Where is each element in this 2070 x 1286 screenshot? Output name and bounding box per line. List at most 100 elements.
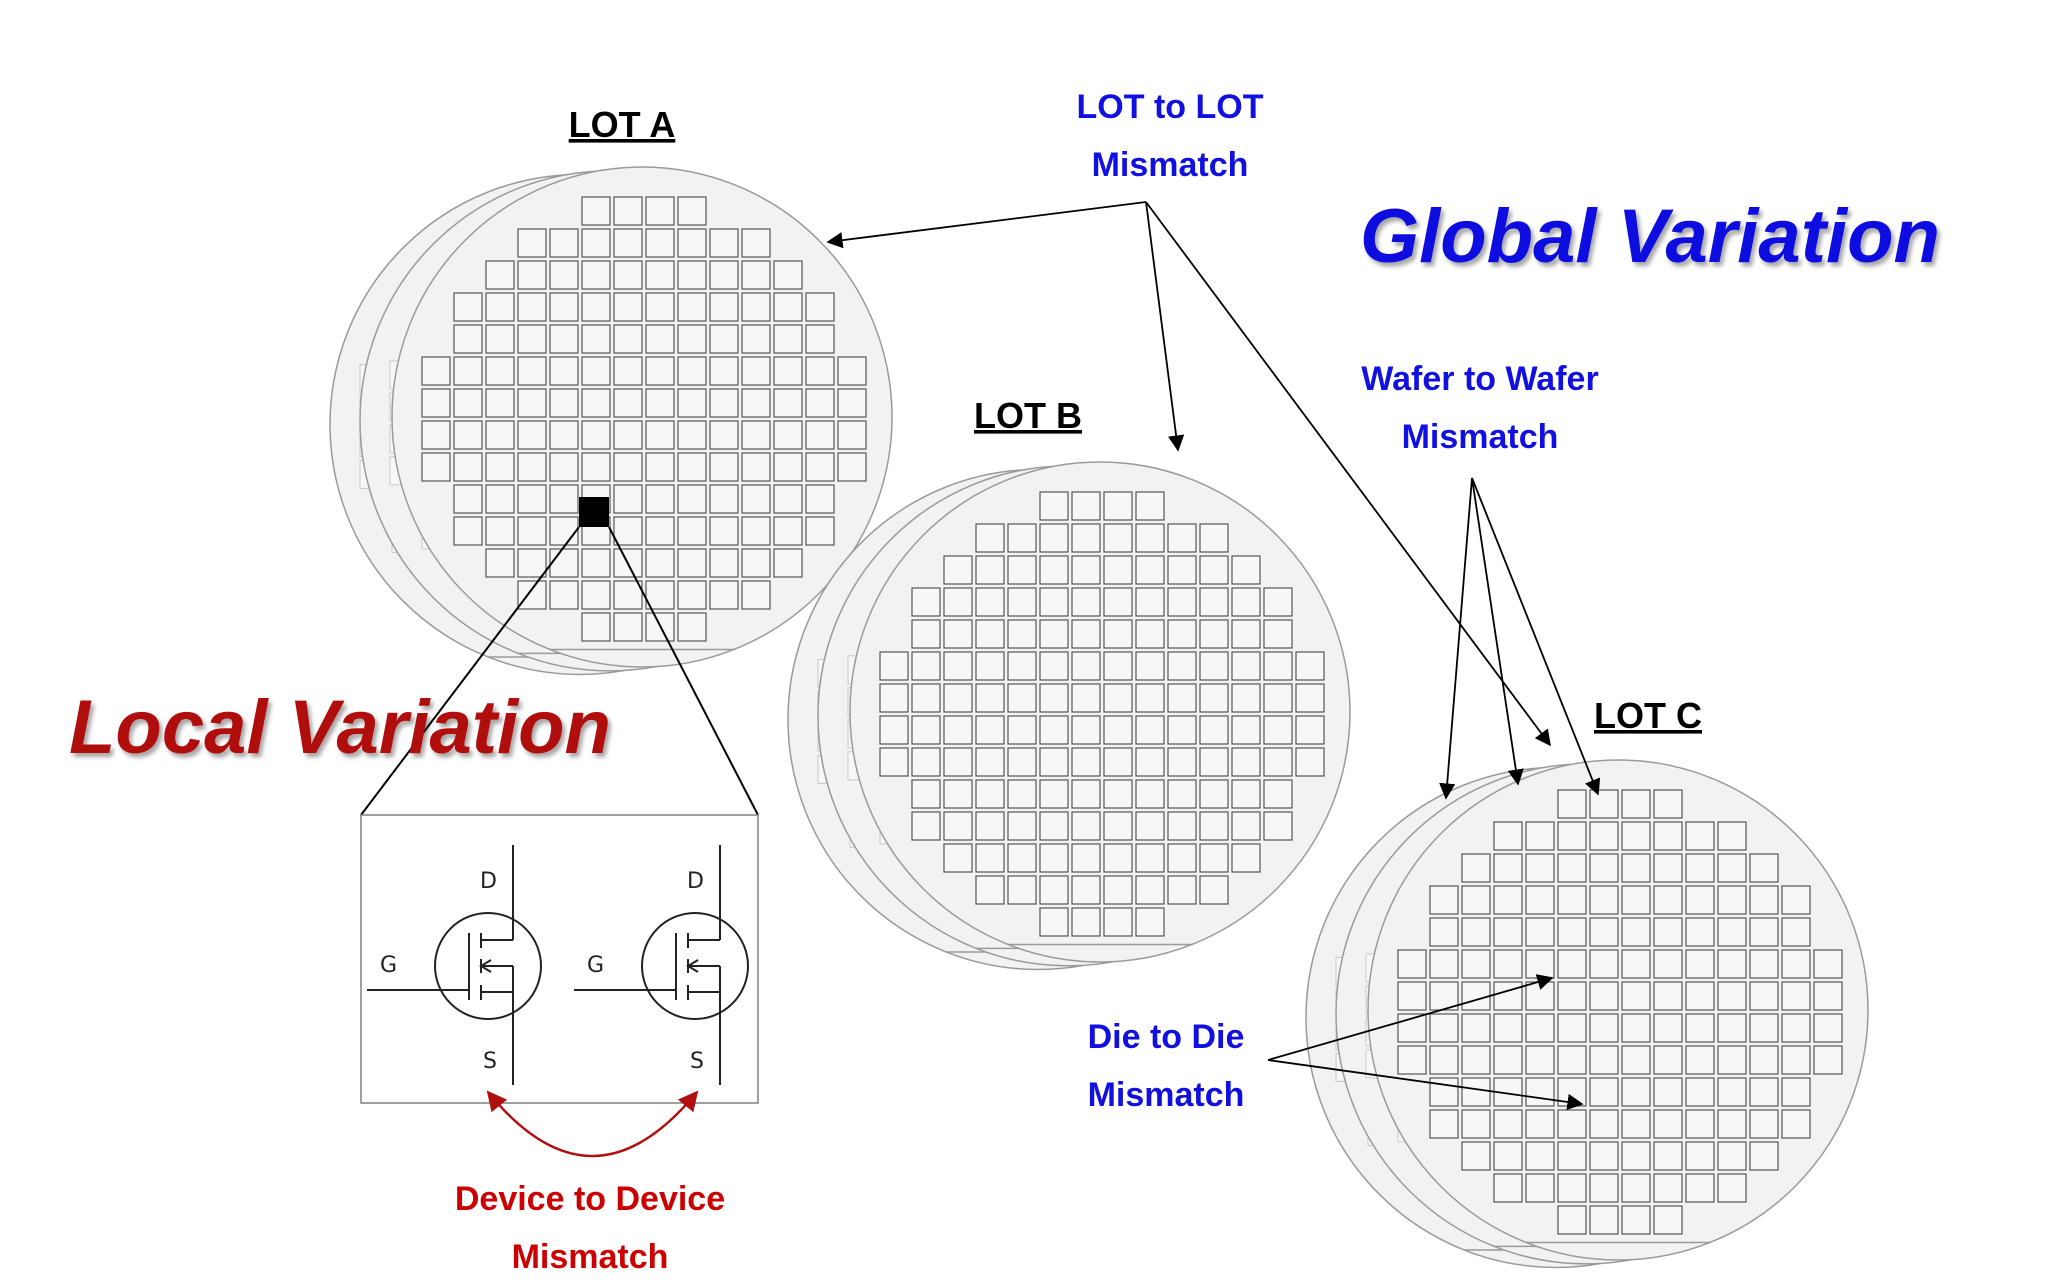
die <box>1461 1109 1491 1139</box>
die <box>1039 747 1069 777</box>
die <box>773 356 803 386</box>
die <box>1429 885 1459 915</box>
die <box>453 516 483 546</box>
die <box>581 580 611 610</box>
die <box>1103 523 1133 553</box>
die <box>1199 875 1229 905</box>
die <box>645 580 675 610</box>
die <box>1557 1013 1587 1043</box>
die <box>1749 853 1779 883</box>
die <box>1039 587 1069 617</box>
die <box>1039 491 1069 521</box>
die <box>1263 715 1293 745</box>
die <box>1525 821 1555 851</box>
die <box>1525 1045 1555 1075</box>
die <box>1231 779 1261 809</box>
die <box>613 516 643 546</box>
die <box>1525 981 1555 1011</box>
die <box>677 196 707 226</box>
die <box>1493 885 1523 915</box>
die <box>911 651 941 681</box>
die <box>1685 853 1715 883</box>
die <box>1525 853 1555 883</box>
die <box>1589 853 1619 883</box>
die <box>943 683 973 713</box>
die <box>1135 875 1165 905</box>
die <box>645 388 675 418</box>
die <box>1007 683 1037 713</box>
die <box>1397 949 1427 979</box>
die <box>1461 949 1491 979</box>
die <box>1525 949 1555 979</box>
die <box>1007 619 1037 649</box>
die <box>453 324 483 354</box>
device-to-device-arrow <box>486 1090 699 1158</box>
die <box>1589 917 1619 947</box>
die <box>1525 885 1555 915</box>
die <box>645 196 675 226</box>
die <box>1135 555 1165 585</box>
die <box>1653 853 1683 883</box>
die <box>709 324 739 354</box>
die <box>1621 1173 1651 1203</box>
die <box>677 420 707 450</box>
die <box>1103 747 1133 777</box>
die <box>741 580 771 610</box>
die <box>1493 1045 1523 1075</box>
die <box>613 196 643 226</box>
die <box>1557 1109 1587 1139</box>
die <box>1717 949 1747 979</box>
die <box>549 548 579 578</box>
zoom-line-left <box>360 526 580 816</box>
die <box>1461 1141 1491 1171</box>
die <box>741 228 771 258</box>
die <box>645 292 675 322</box>
die <box>1717 1013 1747 1043</box>
die <box>1071 747 1101 777</box>
die <box>1621 821 1651 851</box>
die <box>1167 779 1197 809</box>
die <box>1653 1045 1683 1075</box>
die <box>1167 683 1197 713</box>
die <box>517 484 547 514</box>
die <box>1717 1109 1747 1139</box>
die <box>1557 1141 1587 1171</box>
die <box>1685 1077 1715 1107</box>
lot-c-wafer-stack <box>1305 759 1869 1269</box>
die <box>1263 619 1293 649</box>
die <box>1717 1045 1747 1075</box>
die <box>1461 917 1491 947</box>
die <box>1231 683 1261 713</box>
die <box>1103 875 1133 905</box>
die <box>1493 853 1523 883</box>
die <box>645 260 675 290</box>
die <box>1589 789 1619 819</box>
die <box>1103 811 1133 841</box>
die <box>975 651 1005 681</box>
die <box>943 651 973 681</box>
die <box>837 388 867 418</box>
die <box>1653 885 1683 915</box>
die <box>613 292 643 322</box>
die <box>1781 917 1811 947</box>
die <box>1071 907 1101 937</box>
die <box>1813 1045 1843 1075</box>
die <box>741 420 771 450</box>
die <box>1589 1205 1619 1235</box>
die <box>1103 907 1133 937</box>
die <box>1493 1013 1523 1043</box>
die <box>805 452 835 482</box>
die <box>805 516 835 546</box>
die <box>975 555 1005 585</box>
die <box>1493 1173 1523 1203</box>
die <box>1525 917 1555 947</box>
die <box>773 388 803 418</box>
die <box>741 516 771 546</box>
die <box>911 587 941 617</box>
die <box>549 324 579 354</box>
lot-a-wafer-3 <box>391 166 893 668</box>
die <box>1103 651 1133 681</box>
die <box>1231 619 1261 649</box>
selected-die <box>579 497 609 527</box>
die <box>911 747 941 777</box>
